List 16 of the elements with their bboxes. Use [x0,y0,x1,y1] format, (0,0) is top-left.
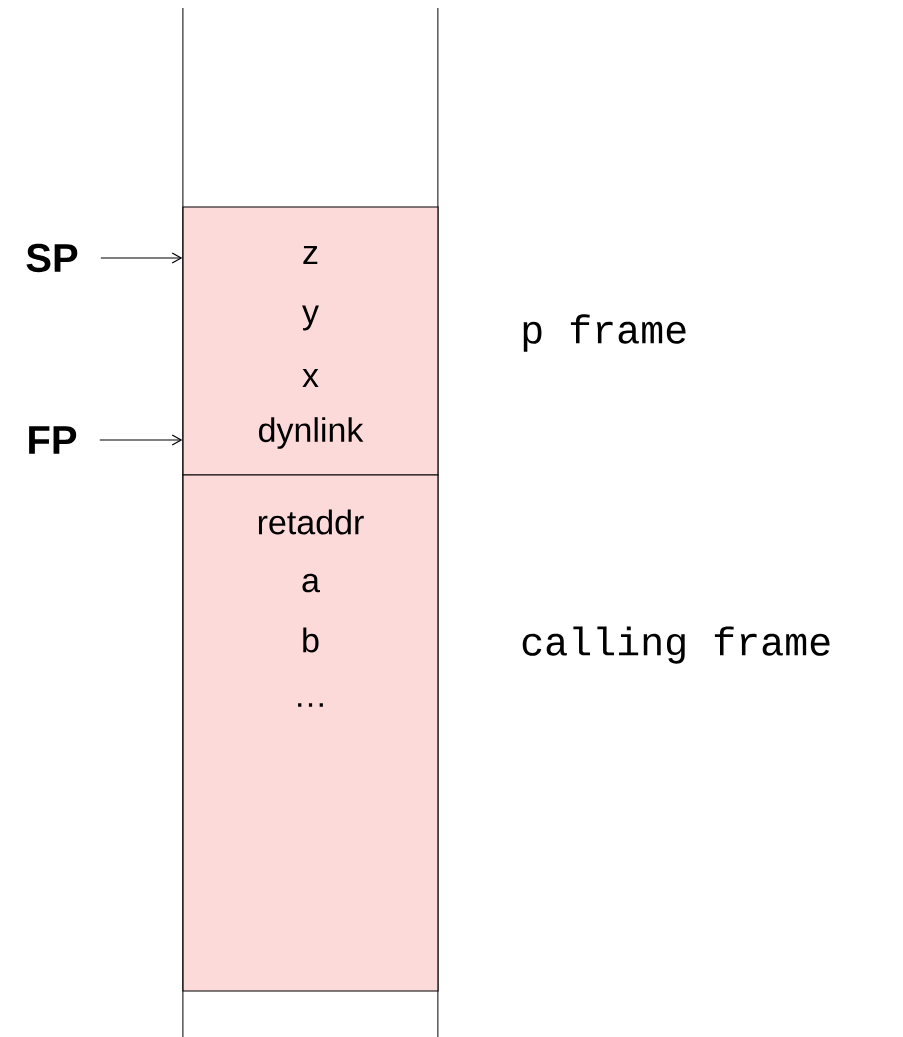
cell-text: y [302,305,319,331]
cell-text: b [303,627,319,653]
stack-frame-box [182,206,686,476]
cell-text: a [302,573,320,593]
cell-text: z [303,246,318,264]
arrow [99,434,183,446]
cell-text: retaddr [258,509,364,535]
frame-label: calling frame [522,626,830,664]
cell-text: … [298,703,323,707]
register-label: SP [26,243,78,273]
cell-text: x [302,369,319,387]
frame-label: p frame [523,314,686,352]
stack-frame-box [182,474,830,992]
register-label: FP [29,426,77,454]
arrow [100,252,183,264]
cell-text: dynlink [259,417,364,449]
